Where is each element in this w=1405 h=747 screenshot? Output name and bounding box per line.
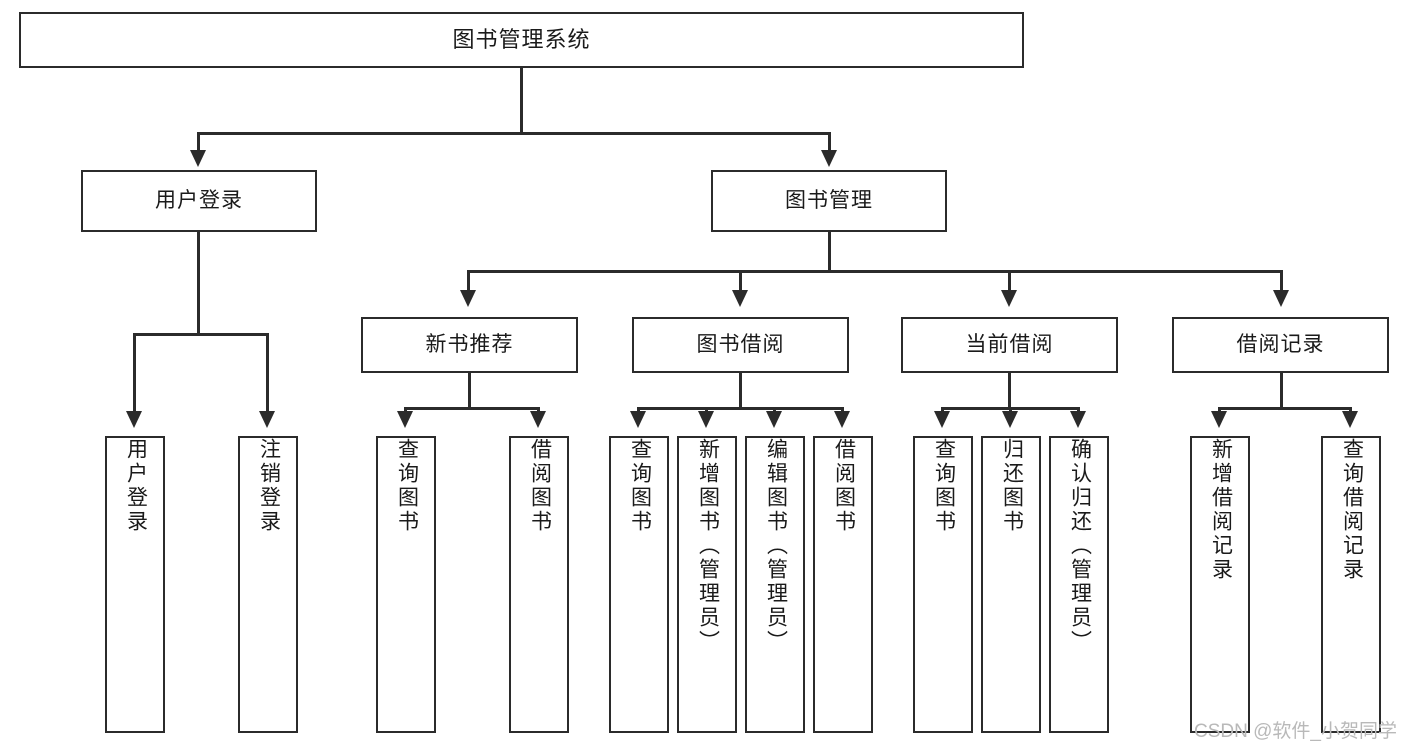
- arrow-userlogin-leaf-1: [126, 411, 142, 428]
- leaf-currentborrow-query-book[interactable]: 查询图书: [913, 436, 973, 733]
- arrow-to-user-login: [190, 150, 206, 167]
- arrow-userlogin-leaf-2: [259, 411, 275, 428]
- node-label: 图书管理系统: [452, 26, 591, 52]
- connector-bookborrow-drop-2: [705, 407, 708, 413]
- connector-to-book-manage: [828, 132, 831, 152]
- node-label: 用户登录: [155, 189, 243, 213]
- node-label: 借阅记录: [1236, 333, 1325, 357]
- connector-bookmanage-stem: [828, 232, 831, 272]
- connector-to-user-login: [197, 132, 200, 152]
- connector-currentborrow-stem: [1008, 373, 1011, 410]
- arrow-bookborrow-leaf-4: [834, 411, 850, 428]
- leaf-borrowrecord-add-record[interactable]: 新增借阅记录: [1190, 436, 1250, 733]
- node-label: 当前借阅: [965, 333, 1054, 357]
- connector-to-book-borrow: [739, 270, 742, 292]
- connector-borrowrecord-drop-2: [1349, 407, 1352, 413]
- node-label: 图书借阅: [696, 333, 785, 357]
- arrow-currentborrow-leaf-2: [1002, 411, 1018, 428]
- arrow-currentborrow-leaf-3: [1070, 411, 1086, 428]
- connector-bookborrow-drop-1: [637, 407, 640, 413]
- leaf-newbook-borrow-book[interactable]: 借阅图书: [509, 436, 569, 733]
- connector-newbook-drop-1: [404, 407, 407, 413]
- leaf-borrowrecord-query-record[interactable]: 查询借阅记录: [1321, 436, 1381, 733]
- connector-to-borrow-record: [1280, 270, 1283, 292]
- connector-borrowrecord-stem: [1280, 373, 1283, 410]
- leaf-bookborrow-add-book-admin[interactable]: 新增图书（管理员）: [677, 436, 737, 733]
- connector-userlogin-drop-1: [133, 333, 136, 413]
- connector-borrowrecord-bar: [1218, 407, 1352, 410]
- arrow-bookborrow-leaf-1: [630, 411, 646, 428]
- connector-bookborrow-drop-4: [841, 407, 844, 413]
- node-label: 新增图书（管理员）: [696, 438, 720, 654]
- node-label: 新书推荐: [425, 333, 514, 357]
- node-label: 新增借阅记录: [1209, 438, 1233, 582]
- connector-root-stem: [520, 68, 523, 134]
- connector-level3-bar: [467, 270, 1283, 273]
- connector-newbook-bar: [404, 407, 540, 410]
- arrow-to-book-manage: [821, 150, 837, 167]
- node-user-login[interactable]: 用户登录: [81, 170, 317, 232]
- connector-currentborrow-drop-1: [941, 407, 944, 413]
- leaf-logout[interactable]: 注销登录: [238, 436, 298, 733]
- node-label: 确认归还（管理员）: [1068, 438, 1092, 654]
- arrow-bookborrow-leaf-2: [698, 411, 714, 428]
- connector-userlogin-drop-2: [266, 333, 269, 413]
- arrow-to-book-borrow: [732, 290, 748, 307]
- connector-newbook-drop-2: [537, 407, 540, 413]
- connector-borrowrecord-drop-1: [1218, 407, 1221, 413]
- arrow-newbook-leaf-1: [397, 411, 413, 428]
- leaf-bookborrow-edit-book-admin[interactable]: 编辑图书（管理员）: [745, 436, 805, 733]
- node-root-system[interactable]: 图书管理系统: [19, 12, 1024, 68]
- arrow-to-current-borrow: [1001, 290, 1017, 307]
- connector-bookborrow-stem: [739, 373, 742, 410]
- leaf-bookborrow-query-book[interactable]: 查询图书: [609, 436, 669, 733]
- leaf-bookborrow-borrow-book[interactable]: 借阅图书: [813, 436, 873, 733]
- node-book-borrow[interactable]: 图书借阅: [632, 317, 849, 373]
- arrow-bookborrow-leaf-3: [766, 411, 782, 428]
- node-label: 编辑图书（管理员）: [764, 438, 788, 654]
- arrow-newbook-leaf-2: [530, 411, 546, 428]
- connector-bookborrow-bar: [637, 407, 843, 410]
- node-book-management[interactable]: 图书管理: [711, 170, 947, 232]
- node-label: 查询图书: [395, 438, 419, 534]
- connector-userlogin-stem: [197, 232, 200, 336]
- node-new-book-recommend[interactable]: 新书推荐: [361, 317, 578, 373]
- node-label: 注销登录: [257, 438, 281, 534]
- arrow-to-borrow-record: [1273, 290, 1289, 307]
- connector-bookborrow-drop-3: [773, 407, 776, 413]
- leaf-user-login[interactable]: 用户登录: [105, 436, 165, 733]
- connector-currentborrow-drop-2: [1009, 407, 1012, 413]
- node-label: 查询借阅记录: [1340, 438, 1364, 582]
- arrow-currentborrow-leaf-1: [934, 411, 950, 428]
- node-current-borrow[interactable]: 当前借阅: [901, 317, 1118, 373]
- connector-to-new-book: [467, 270, 470, 292]
- node-label: 查询图书: [932, 438, 956, 534]
- connector-to-current-borrow: [1008, 270, 1011, 292]
- node-label: 查询图书: [628, 438, 652, 534]
- node-label: 图书管理: [785, 189, 873, 213]
- arrow-borrowrecord-leaf-1: [1211, 411, 1227, 428]
- connector-level2-bar: [197, 132, 831, 135]
- leaf-newbook-query-book[interactable]: 查询图书: [376, 436, 436, 733]
- node-label: 用户登录: [124, 438, 148, 534]
- node-borrow-record[interactable]: 借阅记录: [1172, 317, 1389, 373]
- connector-currentborrow-drop-3: [1077, 407, 1080, 413]
- arrow-to-new-book: [460, 290, 476, 307]
- connector-newbook-stem: [468, 373, 471, 410]
- leaf-currentborrow-return-book[interactable]: 归还图书: [981, 436, 1041, 733]
- node-label: 借阅图书: [832, 438, 856, 534]
- node-label: 归还图书: [1000, 438, 1024, 534]
- connector-userlogin-bar: [133, 333, 269, 336]
- arrow-borrowrecord-leaf-2: [1342, 411, 1358, 428]
- node-label: 借阅图书: [528, 438, 552, 534]
- leaf-currentborrow-confirm-return-admin[interactable]: 确认归还（管理员）: [1049, 436, 1109, 733]
